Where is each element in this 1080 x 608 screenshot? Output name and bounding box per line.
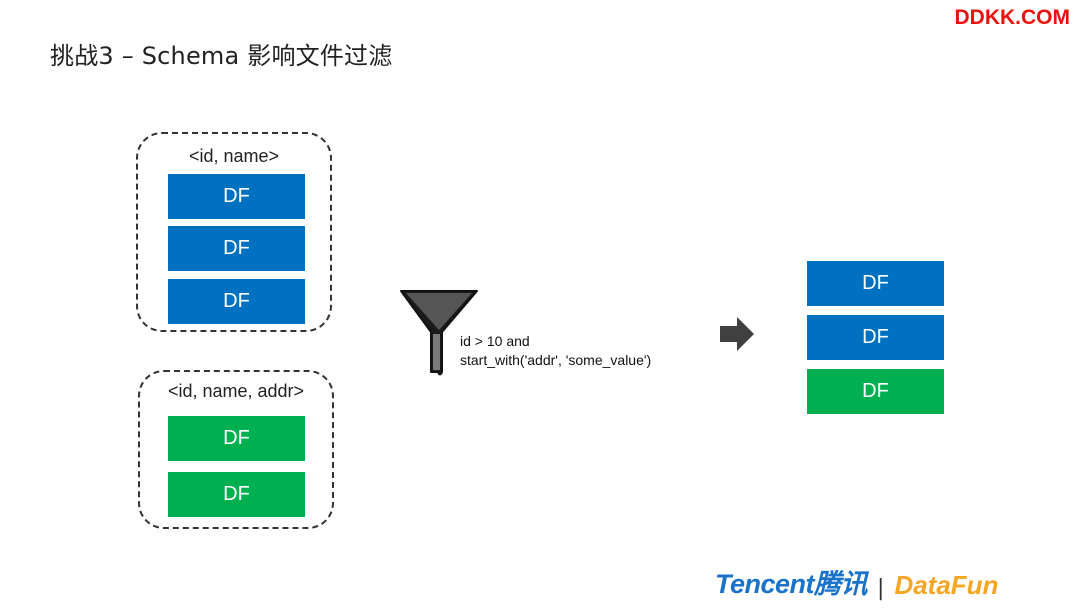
watermark-top: DDKK.COM — [954, 6, 1071, 29]
filter-condition-line-1: id > 10 and — [460, 333, 530, 349]
df-block: DF — [168, 416, 305, 461]
filter-condition: id > 10 and start_with('addr', 'some_val… — [460, 332, 651, 370]
footer-logos: Tencent腾讯 | DataFun — [715, 562, 998, 601]
schema-group-id-name-addr: <id, name, addr> — [138, 370, 334, 529]
right-arrow-icon — [720, 317, 754, 351]
df-block: DF — [807, 369, 944, 414]
df-block: DF — [168, 226, 305, 271]
slide-title: 挑战3 – Schema 影响文件过滤 — [50, 42, 393, 70]
df-block: DF — [168, 174, 305, 219]
group-schema-label: <id, name, addr> — [167, 381, 305, 401]
datafun-logo: DataFun — [894, 570, 999, 600]
filter-funnel-icon — [400, 290, 478, 376]
filter-condition-line-2: start_with('addr', 'some_value') — [460, 352, 652, 368]
schema-group-id-name: <id, name> — [136, 132, 332, 332]
df-block: DF — [807, 315, 944, 360]
group-schema-label: <id, name> — [188, 146, 280, 166]
df-block: DF — [168, 279, 305, 324]
logo-separator: | — [877, 576, 885, 601]
tencent-logo: Tencent腾讯 — [715, 569, 868, 599]
df-block: DF — [168, 472, 305, 517]
df-block: DF — [807, 261, 944, 306]
